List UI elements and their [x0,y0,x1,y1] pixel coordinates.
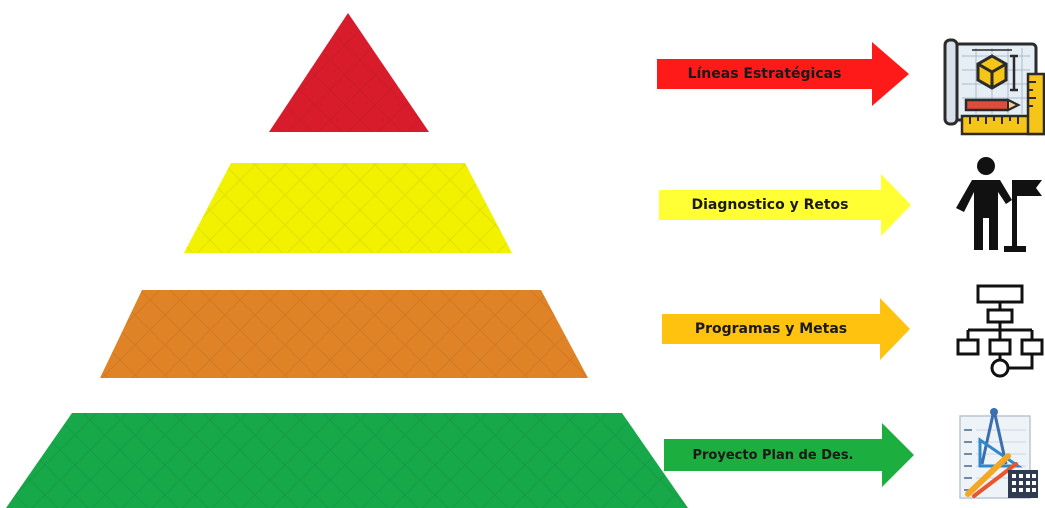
blueprint-icon [942,34,1045,136]
arrow-lineas-estrategicas: Líneas Estratégicas [657,42,909,106]
arrow-diagnostico-retos: Diagnostico y Retos [659,174,911,236]
arrow-shape-3 [662,298,910,360]
arrow-shape-4 [664,423,914,487]
arrow-label-1: Líneas Estratégicas [687,66,842,82]
pyramid [6,13,688,508]
person-flag-icon [950,156,1045,254]
arrow-label-3: Programas y Metas [694,321,848,337]
planning-chart-icon [946,406,1045,502]
flowchart-icon [948,282,1045,378]
arrow-programas-metas: Programas y Metas [662,298,910,360]
arrow-shape-2 [659,174,911,236]
arrow-shape-1 [657,42,909,106]
arrow-label-4: Proyecto Plan de Des. [692,447,854,463]
arrow-proyecto-plan: Proyecto Plan de Des. [664,423,914,487]
arrow-label-2: Diagnostico y Retos [691,197,849,213]
